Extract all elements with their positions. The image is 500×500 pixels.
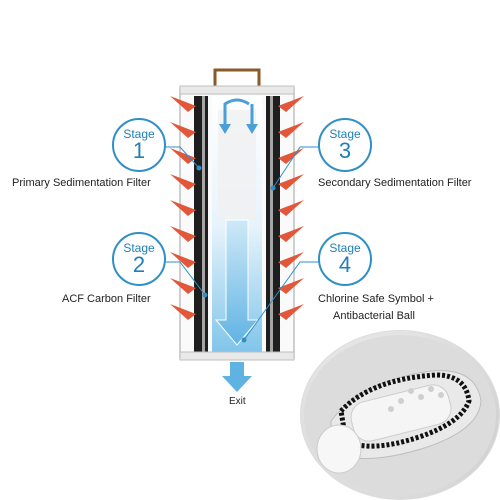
leader-stage-2 bbox=[162, 261, 206, 296]
cartridge-bottom-cap bbox=[179, 351, 295, 361]
stage-4-circle: Stage 4 bbox=[318, 232, 372, 286]
stage-2-word: Stage bbox=[123, 241, 155, 255]
stage-3-badge: Stage 3 bbox=[310, 118, 380, 172]
central-flow-arrow bbox=[214, 219, 260, 346]
stage-1-word: Stage bbox=[123, 127, 155, 141]
stage-3-word: Stage bbox=[329, 127, 361, 141]
flow-arrow-top-left bbox=[223, 98, 250, 128]
stage-2-badge: Stage 2 bbox=[104, 232, 174, 286]
stage-3-number: 3 bbox=[338, 138, 352, 163]
stage-1-circle: Stage 1 bbox=[112, 118, 166, 172]
sediment-inner-right bbox=[270, 96, 273, 354]
inset-photo bbox=[300, 330, 500, 500]
stage-2-circle: Stage 2 bbox=[112, 232, 166, 286]
stage-4-label-line1: Chlorine Safe Symbol + bbox=[318, 293, 434, 305]
exit-label: Exit bbox=[229, 396, 246, 407]
inflow-arrows-right bbox=[278, 96, 304, 320]
stage-2-number: 2 bbox=[132, 252, 146, 277]
stage-4-badge: Stage 4 bbox=[310, 232, 380, 286]
stage-1-number: 1 bbox=[132, 138, 146, 163]
stage-4-word: Stage bbox=[329, 241, 361, 255]
inset-illustration bbox=[304, 335, 496, 495]
stage-3-label: Secondary Sedimentation Filter bbox=[318, 177, 472, 189]
leader-stage-3 bbox=[272, 146, 320, 189]
leader-stage-1 bbox=[162, 146, 200, 169]
stage-4-label-line2: Antibacterial Ball bbox=[333, 310, 415, 322]
stage-2-label: ACF Carbon Filter bbox=[62, 293, 151, 305]
stage-3-circle: Stage 3 bbox=[318, 118, 372, 172]
exit-arrow bbox=[222, 362, 252, 392]
stage-1-badge: Stage 1 bbox=[104, 118, 174, 172]
stage-4-number: 4 bbox=[338, 252, 352, 277]
leader-stage-4 bbox=[243, 261, 320, 341]
stage-1-label: Primary Sedimentation Filter bbox=[12, 177, 151, 189]
sediment-layer-left bbox=[194, 96, 208, 354]
sediment-inner-left bbox=[202, 96, 205, 354]
cartridge-top-cap bbox=[179, 85, 295, 95]
inflow-arrows-left bbox=[170, 96, 196, 320]
